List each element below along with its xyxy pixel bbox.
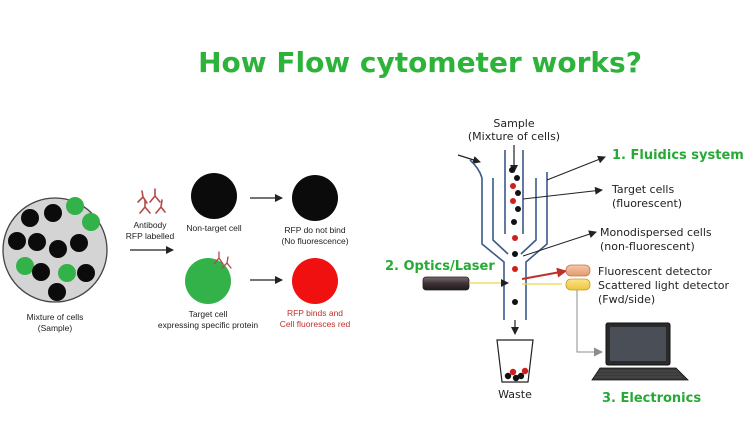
stream-cell-black bbox=[515, 206, 521, 212]
stream-cell-black bbox=[515, 190, 521, 196]
waste-cell-black bbox=[512, 374, 520, 382]
target-cell bbox=[185, 258, 231, 304]
green-cell bbox=[66, 197, 84, 215]
green-cell bbox=[16, 257, 34, 275]
signal-line bbox=[576, 290, 603, 357]
black-cell bbox=[44, 204, 62, 222]
mono-cells-label-line2: (non-fluorescent) bbox=[600, 240, 695, 253]
page-title: How Flow cytometer works? bbox=[198, 46, 642, 79]
stream-cell-black bbox=[512, 251, 518, 257]
bind-label-line1: RFP binds and bbox=[287, 308, 343, 318]
antibody-label-line2: RFP labelled bbox=[126, 231, 175, 241]
stream-cell-red bbox=[510, 198, 516, 204]
black-cell bbox=[49, 240, 67, 258]
stream-cell-red bbox=[512, 266, 518, 272]
waste-cells bbox=[504, 367, 529, 382]
stream-cell-red bbox=[512, 235, 518, 241]
fluidics-label: 1. Fluidics system bbox=[612, 148, 744, 163]
laptop-icon bbox=[591, 322, 689, 381]
antibody-bound-icon bbox=[213, 251, 232, 269]
black-cell bbox=[48, 283, 66, 301]
waste-label: Waste bbox=[498, 388, 532, 401]
optics-label: 2. Optics/Laser bbox=[385, 259, 495, 274]
antibody-label-line1: Antibody bbox=[133, 220, 167, 230]
fluorescent-cell bbox=[292, 258, 338, 304]
stream-cell-black bbox=[514, 175, 520, 181]
mono-cells-label-line1: Monodispersed cells bbox=[600, 226, 712, 239]
electronics-label: 3. Electronics bbox=[602, 391, 701, 406]
scatter-detector bbox=[565, 278, 591, 291]
sample-input-label-line2: (Mixture of cells) bbox=[468, 130, 560, 143]
stream-cell-black bbox=[512, 299, 518, 305]
no-fluorescence-cell bbox=[292, 175, 338, 221]
stream-cell-black bbox=[511, 219, 517, 225]
laser-source bbox=[422, 276, 470, 291]
fluorescent-detector bbox=[565, 264, 591, 277]
non-target-label: Non-target cell bbox=[186, 223, 241, 233]
mono-cells-pointer bbox=[522, 230, 597, 257]
stream-cell-red bbox=[510, 183, 516, 189]
fluidics-pointer bbox=[546, 155, 606, 181]
sample-label-line1: Mixture of cells bbox=[27, 312, 84, 322]
waste-cell-black bbox=[517, 372, 525, 380]
black-cell bbox=[8, 232, 26, 250]
waste-cell-black bbox=[504, 372, 512, 380]
target-cells-pointer bbox=[522, 186, 603, 200]
flow-cell bbox=[469, 150, 548, 320]
antibody-icon bbox=[137, 188, 166, 214]
stream-cells bbox=[509, 167, 521, 305]
sample-label-line2: (Sample) bbox=[38, 323, 73, 333]
target-cells-label-line2: (fluorescent) bbox=[612, 197, 682, 210]
black-cell bbox=[70, 234, 88, 252]
green-cell bbox=[82, 213, 100, 231]
sheath-input-arrow bbox=[457, 154, 481, 164]
bind-label-line2: Cell fluoresces red bbox=[280, 319, 351, 329]
non-target-cell bbox=[191, 173, 237, 219]
no-bind-label-line2: (No fluorescence) bbox=[281, 236, 348, 246]
waste-cell-red bbox=[509, 368, 517, 376]
black-cell bbox=[28, 233, 46, 251]
black-cell bbox=[32, 263, 50, 281]
green-cell bbox=[58, 264, 76, 282]
sample-mixture bbox=[2, 197, 108, 303]
scatter-detector-label: Scattered light detector bbox=[598, 279, 729, 292]
black-cell bbox=[77, 264, 95, 282]
fwd-side-label: (Fwd/side) bbox=[598, 293, 655, 306]
target-label-line1: Target cell bbox=[189, 309, 228, 319]
target-label-line2: expressing specific protein bbox=[158, 320, 258, 330]
sample-input-label-line1: Sample bbox=[493, 117, 534, 130]
fluorescent-detector-label: Fluorescent detector bbox=[598, 265, 712, 278]
fluorescence-arrow bbox=[521, 267, 567, 280]
stream-cell-black bbox=[509, 167, 515, 173]
waste-cell-red bbox=[521, 367, 529, 375]
no-bind-label-line1: RFP do not bind bbox=[284, 225, 346, 235]
target-cells-label-line1: Target cells bbox=[611, 183, 674, 196]
black-cell bbox=[21, 209, 39, 227]
